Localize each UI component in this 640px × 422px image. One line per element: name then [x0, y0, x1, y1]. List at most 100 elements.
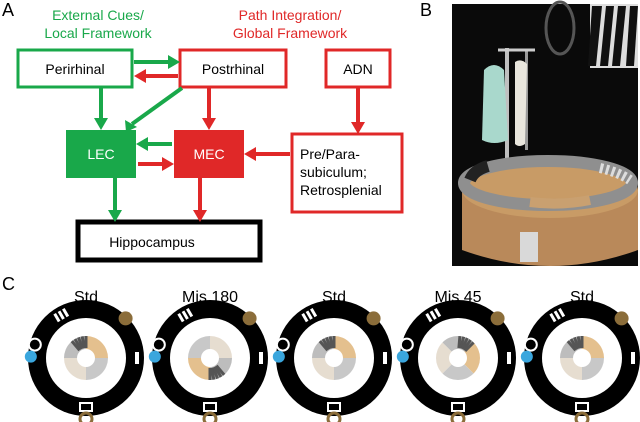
local-cue-disk	[188, 336, 232, 380]
cue-stripe	[318, 340, 329, 352]
stand-pole	[505, 48, 509, 158]
arrowhead-perirhinal-lec	[94, 118, 108, 130]
cue-stripe	[321, 338, 331, 351]
distal-cue-box	[451, 402, 465, 412]
adn-label: ADN	[343, 61, 373, 77]
lec-box	[66, 130, 136, 178]
pathway-diagram: External Cues/ Local Framework Path Inte…	[16, 7, 404, 263]
distal-cue-bar	[507, 352, 511, 364]
distal-cue-bar	[631, 352, 635, 364]
panel-label-c: C	[2, 274, 15, 294]
hanging-ring	[544, 0, 576, 56]
panel-label-b: B	[420, 0, 432, 20]
distal-cue-stripes	[53, 307, 70, 323]
hippocampus-label: Hippocampus	[109, 234, 195, 250]
presubiculum-label-line1: Pre/Para-	[300, 146, 360, 162]
cue-stripe	[457, 335, 462, 349]
brown-ring-cue	[326, 411, 342, 422]
mec-label: MEC	[193, 146, 224, 162]
postrhinal-box	[178, 48, 288, 89]
brown-dot-cue	[490, 311, 505, 326]
arrowhead-postrhinal-perirhinal	[134, 69, 146, 83]
arrowhead-presubiculum-mec	[244, 147, 256, 161]
white-ring-cue	[399, 337, 414, 352]
hippocampus-box	[75, 219, 263, 263]
brown-dot-cue	[118, 311, 133, 326]
cue-stripe	[213, 365, 223, 378]
arrowhead-lec-hippocampus	[108, 210, 122, 222]
cue-segment	[436, 342, 458, 374]
cue-stripe	[212, 366, 219, 380]
cue-stripe	[210, 367, 216, 380]
distal-cue-box	[203, 402, 217, 412]
mec-box	[174, 130, 244, 178]
perirhinal-box	[16, 48, 134, 89]
arena-center	[77, 349, 95, 367]
brown-dot-cue	[614, 311, 629, 326]
brown-ring-cue	[202, 411, 218, 422]
brown-ring-cue	[574, 411, 590, 422]
distal-cue-box	[79, 402, 93, 412]
cue-stripe	[464, 341, 475, 352]
arena-center	[449, 349, 467, 367]
cue-stripe	[576, 336, 582, 349]
distal-cue-stripes	[301, 307, 318, 323]
cue-stripe	[573, 336, 580, 350]
cue-stripe	[459, 336, 466, 349]
arena-center	[573, 349, 591, 367]
cue-stripe	[73, 338, 83, 351]
brown-dot-cue	[366, 311, 381, 326]
local-cue-disk	[560, 336, 604, 380]
cue-stripe	[460, 337, 469, 350]
white-ring-cue	[151, 337, 166, 352]
distal-cue-box	[575, 402, 589, 412]
local-cue-disk	[436, 335, 480, 380]
brown-ring-cue	[450, 411, 466, 422]
presubiculum-label-line2: subiculum;	[300, 164, 367, 180]
session-3: Std	[272, 289, 392, 422]
session-2: Mis 180	[148, 289, 268, 422]
distal-cue-stripes	[425, 307, 442, 323]
session-1: Std	[24, 289, 144, 422]
local-cue-disk	[312, 336, 356, 380]
panel-label-a: A	[2, 0, 14, 20]
lec-label: LEC	[87, 146, 114, 162]
presubiculum-box	[290, 132, 404, 214]
cue-stripe	[328, 336, 334, 349]
blue-dot-cue	[148, 350, 161, 363]
white-ring-cue	[275, 337, 290, 352]
cue-stripe	[462, 339, 472, 351]
arrowhead-postrhinal-mec	[202, 118, 216, 130]
white-ring-cue	[523, 337, 538, 352]
distal-cue-bar	[259, 352, 263, 364]
cue-stripe	[569, 338, 579, 351]
cue-stripe	[325, 336, 332, 350]
hanging-cloth	[515, 60, 527, 146]
session-4: Mis 45	[396, 289, 516, 422]
cue-segment	[458, 342, 480, 374]
brown-ring-cue	[78, 411, 94, 422]
blue-dot-cue	[272, 350, 285, 363]
white-ring-cue	[27, 337, 42, 352]
postrhinal-label: Postrhinal	[202, 61, 264, 77]
arena-center	[201, 349, 219, 367]
red-header-line2: Global Framework	[233, 25, 348, 41]
arrowhead-mec-hippocampus	[193, 210, 207, 222]
distal-cue-bar	[383, 352, 387, 364]
session-5: Std	[520, 289, 640, 422]
striped-cue-card	[588, 4, 638, 68]
arrow-postrhinal-lec	[130, 86, 184, 126]
cue-stripe	[70, 340, 81, 352]
red-header-line1: Path Integration/	[239, 7, 342, 23]
distal-cue-box	[327, 402, 341, 412]
green-header-line1: External Cues/	[52, 7, 144, 23]
arrowhead-postrhinal-lec	[125, 120, 137, 132]
cue-stripe	[215, 364, 226, 376]
cue-stripe	[77, 336, 84, 350]
arrowhead-mec-lec	[136, 137, 148, 151]
arena-center	[325, 349, 343, 367]
brown-dot-cue	[242, 311, 257, 326]
cue-stripe	[566, 340, 577, 352]
